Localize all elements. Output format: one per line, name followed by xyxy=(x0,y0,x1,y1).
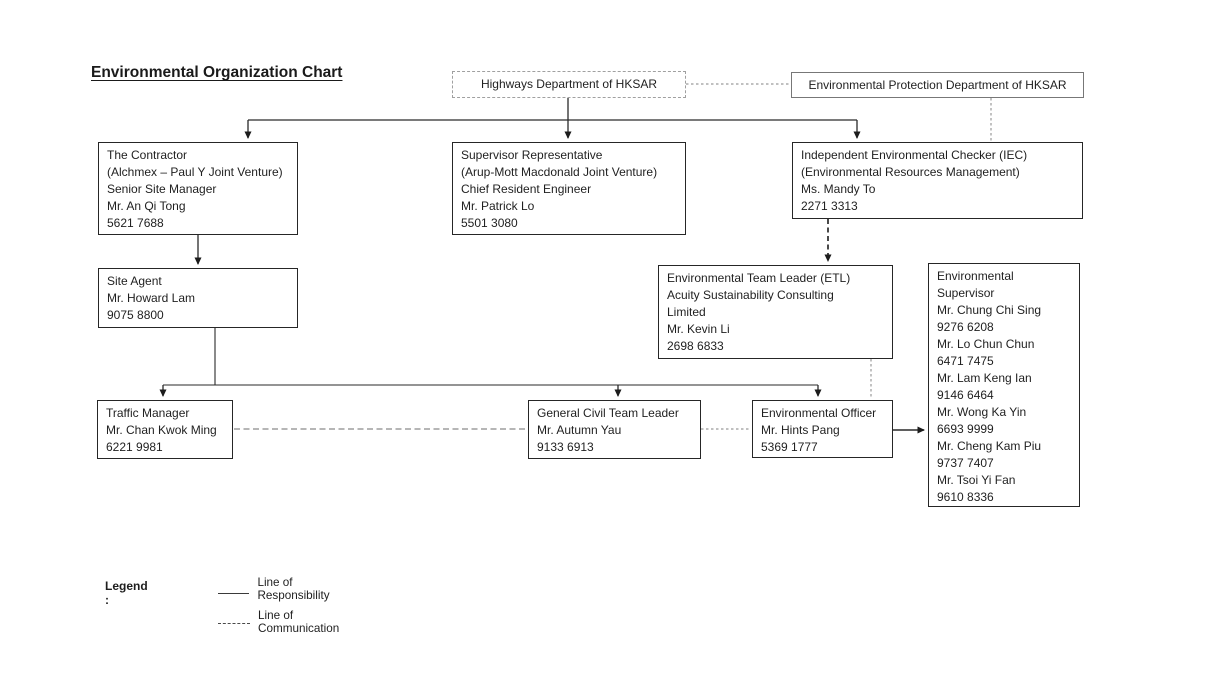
box-text-line: Limited xyxy=(667,305,706,319)
box-supervisor-representative: Supervisor Representative (Arup-Mott Macd… xyxy=(452,142,686,235)
box-text-line: Environmental Officer xyxy=(761,406,877,420)
box-text-line: Mr. Chung Chi Sing xyxy=(937,303,1042,317)
box-text-line: 9146 6464 xyxy=(937,388,994,402)
legend-item-label: Line of Communication xyxy=(258,609,340,635)
box-text-line: Independent Environmental Checker (IEC) xyxy=(801,148,1028,162)
box-text-line: 6693 9999 xyxy=(937,422,994,436)
box-text-line: 9737 7407 xyxy=(937,456,994,470)
box-text-line: Environmental xyxy=(937,269,1014,283)
box-text-line: The Contractor xyxy=(107,148,188,162)
box-text-line: (Environmental Resources Management) xyxy=(801,165,1020,179)
box-text-line: Acuity Sustainability Consulting xyxy=(667,288,834,302)
box-text-line: Site Agent xyxy=(107,274,162,288)
box-text-line: Mr. Cheng Kam Piu xyxy=(937,439,1042,453)
box-text-line: 9610 8336 xyxy=(937,490,994,504)
legend-label: Legend : xyxy=(105,579,148,607)
box-text-line: 5369 1777 xyxy=(761,440,818,454)
box-text-line: Supervisor xyxy=(937,286,995,300)
box-highways-department: Highways Department of HKSAR xyxy=(452,71,686,98)
box-text-line: Supervisor Representative xyxy=(461,148,603,162)
box-independent-environmental-checker: Independent Environmental Checker (IEC) (… xyxy=(792,142,1083,219)
box-environmental-protection-department: Environmental Protection Department of H… xyxy=(791,72,1084,98)
box-text-line: 9276 6208 xyxy=(937,320,994,334)
box-text-line: Chief Resident Engineer xyxy=(461,182,592,196)
legend-item-communication: Line of Communication xyxy=(218,609,349,635)
box-text-line: Environmental Team Leader (ETL) xyxy=(667,271,851,285)
box-text-line: General Civil Team Leader xyxy=(537,406,679,420)
box-text-line: Mr. An Qi Tong xyxy=(107,199,186,213)
box-text-line: 6471 7475 xyxy=(937,354,994,368)
page-title: Environmental Organization Chart xyxy=(91,64,343,81)
box-environmental-team-leader: Environmental Team Leader (ETL) Acuity Su… xyxy=(658,265,893,359)
box-text-line: Mr. Patrick Lo xyxy=(461,199,535,213)
box-text-line: Mr. Hints Pang xyxy=(761,423,840,437)
box-text-line: Mr. Lo Chun Chun xyxy=(937,337,1035,351)
legend-item-label: Line of Responsibility xyxy=(257,576,330,602)
box-text-line: Mr. Howard Lam xyxy=(107,291,196,305)
box-text-line: 2698 6833 xyxy=(667,339,724,353)
box-text-line: Traffic Manager xyxy=(106,406,190,420)
box-text-line: Highways Department of HKSAR xyxy=(480,77,658,91)
legend-item-responsibility: Line of Responsibility xyxy=(218,576,340,602)
box-text-line: 9075 8800 xyxy=(107,308,164,322)
solid-line-sample xyxy=(218,593,250,594)
box-text-line: Mr. Autumn Yau xyxy=(537,423,622,437)
box-text-line: Mr. Lam Keng Ian xyxy=(937,371,1032,385)
box-text-line: 9133 6913 xyxy=(537,440,594,454)
box-text-line: 2271 3313 xyxy=(801,199,858,213)
box-text-line: Mr. Wong Ka Yin xyxy=(937,405,1027,419)
box-contractor: The Contractor (Alchmex – Paul Y Joint Ve… xyxy=(98,142,298,235)
box-text-line: Mr. Tsoi Yi Fan xyxy=(937,473,1016,487)
box-text-line: 6221 9981 xyxy=(106,440,163,454)
box-text-line: Ms. Mandy To xyxy=(801,182,876,196)
box-text-line: Mr. Kevin Li xyxy=(667,322,730,336)
box-text-line: Mr. Chan Kwok Ming xyxy=(106,423,217,437)
box-text-line: (Alchmex – Paul Y Joint Venture) xyxy=(107,165,283,179)
box-text-line: Environmental Protection Department of H… xyxy=(808,77,1067,92)
box-text-line: 5501 3080 xyxy=(461,216,518,230)
dashed-line-sample xyxy=(218,622,251,624)
box-text-line: (Arup-Mott Macdonald Joint Venture) xyxy=(461,165,658,179)
box-text-line: 5621 7688 xyxy=(107,216,164,230)
box-text-line: Senior Site Manager xyxy=(107,182,217,196)
